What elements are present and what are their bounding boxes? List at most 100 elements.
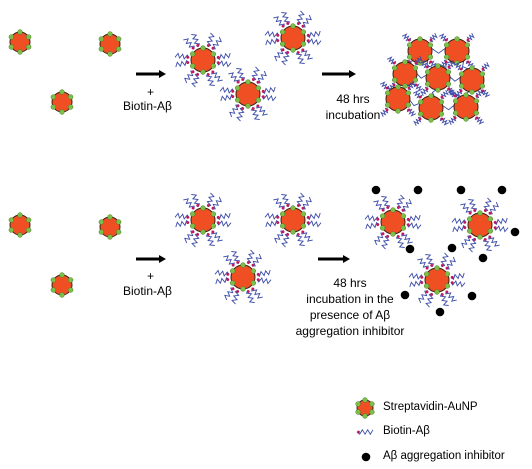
abeta-strand <box>401 198 412 212</box>
streptavidin-dot <box>369 401 375 407</box>
aggregated-aunp <box>386 55 424 93</box>
reaction-arrows <box>136 70 356 263</box>
inhibitor-dot-icon <box>467 291 477 301</box>
streptavidin-dot <box>473 98 480 104</box>
biotin-tip <box>296 22 300 25</box>
biotin-tip <box>256 272 260 276</box>
bottom-reagent-label: Biotin-Aβ <box>123 284 172 298</box>
biotin-tip <box>481 67 485 71</box>
streptavidin-dot <box>26 44 32 50</box>
streptavidin-dot <box>98 219 104 225</box>
inhibitor-dot-icon <box>456 185 466 195</box>
biotin-tip <box>425 266 429 270</box>
biotin-tip <box>488 235 492 239</box>
biotin-abeta-aunp <box>174 192 232 248</box>
biotin-tip <box>473 238 477 241</box>
biotin-abeta-aunp <box>364 194 422 250</box>
streptavidin-dot <box>479 83 486 89</box>
biotin-tip <box>429 60 433 64</box>
biotin-tip <box>440 293 444 296</box>
biotin-tip <box>475 116 479 120</box>
inhibitor-dot-icon <box>400 290 410 300</box>
abeta-strand <box>295 51 305 64</box>
biotin-tip <box>392 83 396 87</box>
biotin-tip <box>420 275 424 279</box>
abeta-strand <box>274 230 285 244</box>
abeta-strand <box>413 83 424 92</box>
bottom-condition-line2: presence of Aβ <box>309 308 391 322</box>
biotin-tip <box>206 44 210 47</box>
streptavidin-dot <box>210 51 217 57</box>
abeta-strand <box>488 235 500 247</box>
abeta-strand <box>261 86 276 94</box>
biotin-tip <box>216 55 220 59</box>
biotin-abeta-aunp <box>264 192 322 248</box>
abeta-strand <box>412 90 423 99</box>
biotin-tip <box>483 209 487 212</box>
abeta-strand <box>256 70 267 84</box>
streptavidin-dot <box>424 69 431 75</box>
streptavidin-dot <box>402 83 408 89</box>
biotin-tip <box>251 287 255 291</box>
abeta-strand <box>306 30 321 38</box>
streptavidin-dot <box>107 51 113 57</box>
streptavidin-dot <box>17 29 23 35</box>
abeta-strand <box>414 55 423 66</box>
biotin-tip <box>216 221 220 225</box>
streptavidin-dot <box>240 286 246 292</box>
streptavidin-dot <box>400 225 407 231</box>
abeta-strand <box>493 225 509 233</box>
abeta-strand <box>409 280 424 288</box>
abeta-strand <box>306 38 322 46</box>
arrow-icon <box>136 70 166 78</box>
streptavidin-dot <box>200 45 206 51</box>
streptavidin-dot <box>107 214 113 220</box>
streptavidin-dot <box>50 277 56 283</box>
abeta-strand <box>440 252 449 268</box>
biotin-tip <box>357 430 360 434</box>
streptavidin-dot <box>384 90 391 96</box>
biotin-abeta-aunp <box>451 197 509 253</box>
streptavidin-dot <box>452 98 459 104</box>
biotin-tip <box>450 281 454 285</box>
biotin-tip <box>281 230 285 234</box>
biotin-tip <box>306 39 310 43</box>
abeta-strand <box>211 196 222 210</box>
biotin-tip <box>231 89 235 93</box>
streptavidin-dot <box>435 63 441 69</box>
streptavidin-dot <box>59 109 65 115</box>
biotin-tip <box>286 204 290 207</box>
streptavidin-dot <box>435 87 441 93</box>
streptavidin-dot <box>427 54 434 60</box>
abeta-strand <box>296 10 305 26</box>
abeta-strand <box>429 32 438 43</box>
decorated-nanoparticles <box>174 10 509 308</box>
streptavidin-dot <box>116 46 122 52</box>
aggregated-aunp <box>438 32 476 70</box>
streptavidin-dot <box>200 205 206 211</box>
abeta-strand <box>264 212 280 220</box>
biotin-tip <box>407 86 411 90</box>
abeta-strand <box>250 107 260 120</box>
biotin-tip <box>425 290 429 294</box>
abeta-strand <box>450 280 466 288</box>
streptavidin-dot <box>245 79 251 85</box>
biotin-tip <box>196 204 200 207</box>
streptavidin-dot <box>463 92 469 98</box>
biotin-tip <box>296 233 300 236</box>
biotin-tip <box>196 44 200 47</box>
biotin-tip <box>191 230 195 234</box>
biotin-tip <box>206 73 210 76</box>
biotin-tip <box>386 206 390 209</box>
biotin-tip <box>453 116 457 120</box>
abeta-strand <box>206 192 215 208</box>
abeta-strand <box>265 38 280 46</box>
streptavidin-dot <box>458 71 465 77</box>
biotin-tip <box>425 65 429 69</box>
abeta-strand <box>380 107 389 118</box>
abeta-strand <box>395 235 405 248</box>
biotin-tip <box>276 39 280 43</box>
biotin-tip <box>466 60 470 64</box>
biotin-tip <box>418 95 422 99</box>
streptavidin-dot <box>200 229 206 235</box>
